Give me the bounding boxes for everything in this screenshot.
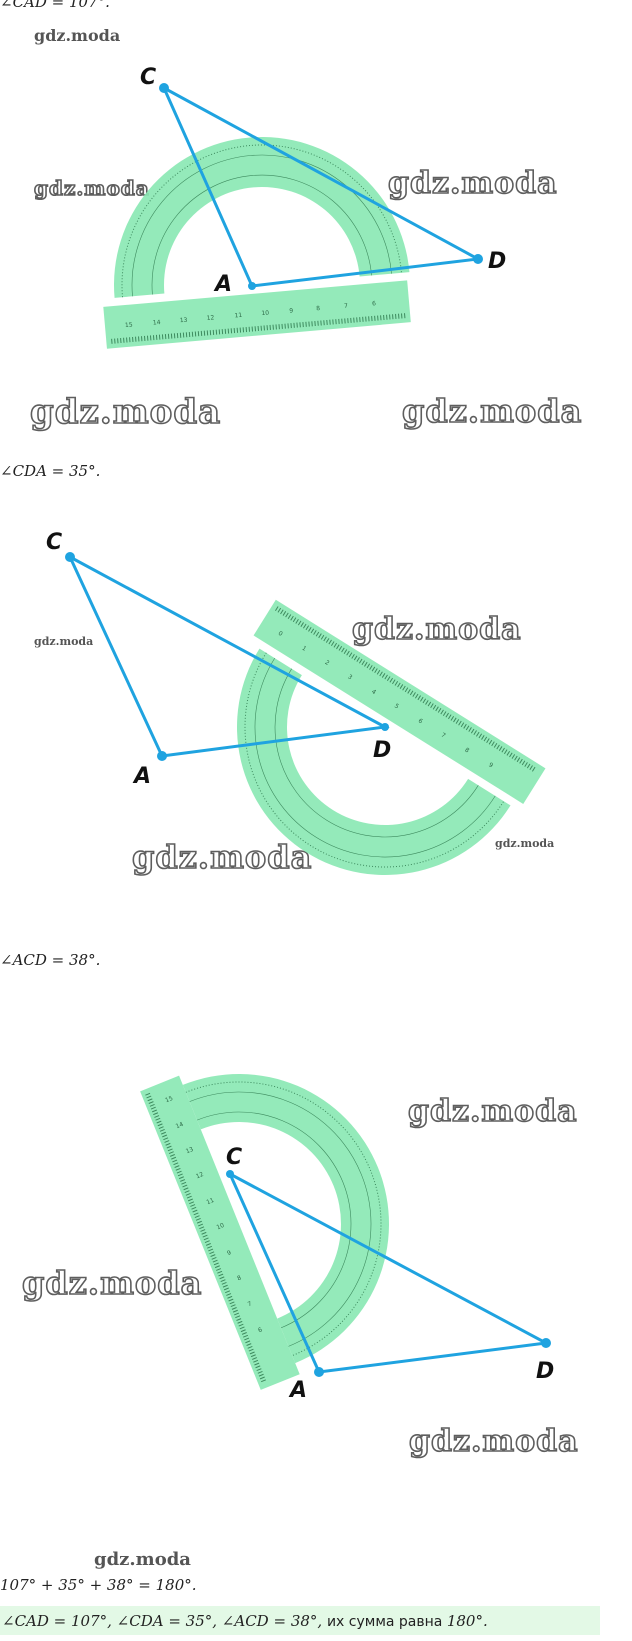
point-a (314, 1367, 324, 1377)
figure-1-measure-cad: 15 14 13 12 11 10 9 8 7 6 C D A (103, 65, 506, 349)
triangle-segments (68, 555, 390, 758)
svg-text:11: 11 (234, 312, 242, 320)
angle-cda-line: ∠CDA = 35°. (0, 462, 101, 480)
svg-text:9: 9 (487, 761, 494, 769)
point-d (381, 723, 389, 731)
label-c: C (226, 1145, 242, 1170)
watermark: gdz.moda (33, 175, 150, 201)
triangle-segments (228, 1172, 551, 1374)
watermark: gdz.moda (34, 26, 121, 45)
watermark: gdz.moda (34, 635, 94, 648)
point-d (473, 254, 483, 264)
svg-text:12: 12 (206, 314, 214, 322)
point-d (541, 1338, 551, 1348)
label-c: C (46, 530, 62, 555)
svg-text:7: 7 (247, 1300, 253, 1308)
answer-value: 180°. (446, 1612, 488, 1630)
watermark: gdz.moda (131, 837, 313, 877)
svg-text:0: 0 (277, 630, 284, 638)
answer-box (0, 1606, 600, 1635)
angle-cad-top-line: ∠CAD = 107°. (0, 0, 110, 11)
svg-text:10: 10 (216, 1222, 226, 1231)
svg-text:10: 10 (261, 309, 269, 317)
point-c (159, 83, 169, 93)
svg-text:6: 6 (417, 717, 424, 725)
svg-text:8: 8 (463, 746, 470, 754)
label-c: C (140, 65, 156, 90)
svg-text:2: 2 (324, 659, 331, 667)
point-a (248, 282, 256, 290)
answer-text: ∠CAD = 107°, ∠CDA = 35°, ∠ACD = 38°, их … (2, 1612, 488, 1630)
watermark: gdz.moda (351, 611, 522, 648)
answer-phrase: их сумма равна (326, 1614, 447, 1630)
svg-text:7: 7 (344, 303, 349, 310)
label-d: D (373, 738, 391, 763)
angle-sum-line: 107° + 35° + 38° = 180°. (0, 1576, 197, 1594)
svg-text:7: 7 (440, 732, 447, 740)
svg-text:4: 4 (370, 688, 377, 696)
angle-acd-line: ∠ACD = 38°. (0, 951, 101, 969)
svg-text:1: 1 (301, 645, 308, 653)
protractor: 15 14 13 12 11 10 9 8 7 6 (103, 137, 411, 349)
label-d: D (488, 249, 506, 274)
svg-text:9: 9 (289, 307, 294, 314)
triangle-segments (162, 86, 483, 288)
svg-text:15: 15 (164, 1095, 174, 1104)
label-d: D (536, 1359, 554, 1384)
point-c (226, 1170, 234, 1178)
watermark: gdz.moda (401, 391, 583, 431)
watermark: gdz.moda (495, 837, 555, 850)
svg-text:11: 11 (205, 1197, 215, 1206)
watermark: gdz.moda (29, 391, 222, 433)
watermark: gdz.moda (21, 1263, 203, 1303)
point-c (65, 552, 75, 562)
protractor: 0 1 2 3 4 5 6 7 8 9 (237, 599, 546, 875)
svg-text:8: 8 (316, 305, 321, 312)
svg-text:13: 13 (185, 1146, 195, 1155)
svg-text:14: 14 (175, 1121, 185, 1130)
point-a (157, 751, 167, 761)
answer-math: ∠CAD = 107°, ∠CDA = 35°, ∠ACD = 38°, (2, 1612, 327, 1630)
label-a: A (213, 272, 232, 297)
protractor: 15 14 13 12 11 10 9 8 7 6 (140, 1074, 389, 1390)
label-a: A (132, 764, 151, 789)
figure-3-measure-acd: 15 14 13 12 11 10 9 8 7 6 C D A (140, 1074, 554, 1403)
svg-text:15: 15 (125, 321, 133, 329)
svg-text:8: 8 (236, 1274, 242, 1282)
watermark: gdz.moda (407, 1093, 578, 1130)
svg-text:9: 9 (226, 1249, 232, 1257)
svg-text:14: 14 (153, 319, 161, 327)
svg-text:3: 3 (346, 673, 353, 681)
svg-text:12: 12 (195, 1171, 205, 1180)
figure-2-measure-cda: 0 1 2 3 4 5 6 7 8 9 C D A (46, 530, 546, 875)
watermark: gdz.moda (387, 165, 558, 202)
svg-text:6: 6 (372, 300, 377, 307)
svg-text:6: 6 (257, 1326, 263, 1334)
svg-text:13: 13 (180, 317, 188, 325)
svg-text:5: 5 (393, 703, 400, 711)
label-a: A (288, 1378, 307, 1403)
watermark: gdz.moda (408, 1423, 579, 1460)
watermark: gdz.moda (94, 1549, 191, 1570)
